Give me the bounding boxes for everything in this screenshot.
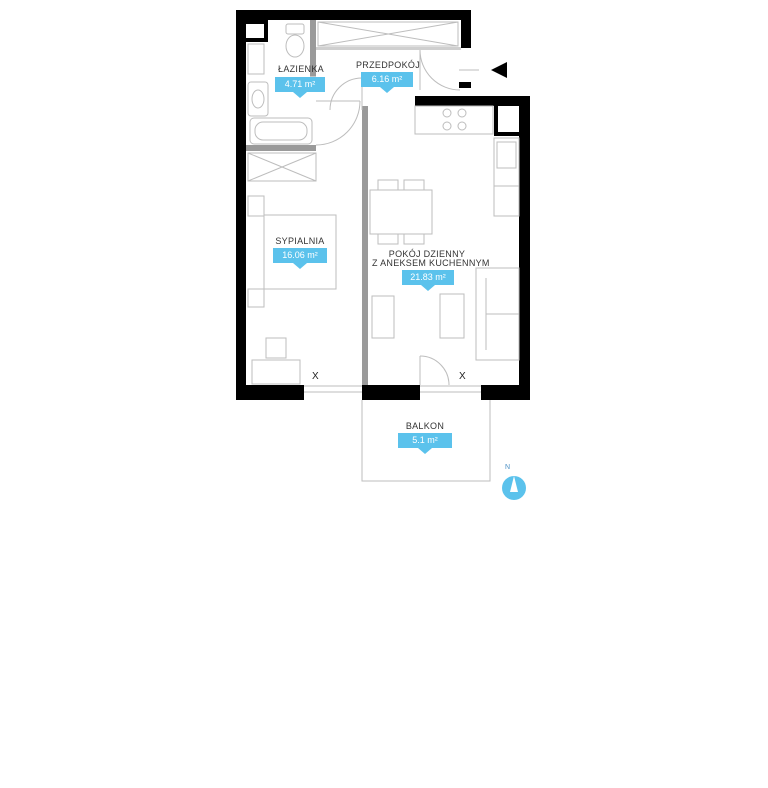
dining-table xyxy=(369,179,433,245)
living-room-area: 21.83 m² xyxy=(402,270,454,291)
hallway-name: PRZEDPOKÓJ xyxy=(356,60,421,70)
kitchen-counter xyxy=(414,105,520,217)
balcony-outline xyxy=(361,400,491,482)
balcony-name: BALKON xyxy=(405,421,445,431)
living-room-name-line2: Z ANEKSEM KUCHENNYM xyxy=(372,258,490,268)
hallway-wardrobe xyxy=(317,21,459,47)
doors xyxy=(315,49,461,386)
bathroom-fixtures xyxy=(247,23,313,145)
windows xyxy=(304,385,481,393)
entrance-arrow xyxy=(459,62,507,78)
bedroom-name: SYPIALNIA xyxy=(275,236,325,246)
living-room-name: POKÓJ DZIENNY xyxy=(388,249,466,259)
bedroom-area: 16.06 m² xyxy=(273,248,327,269)
exterior-walls xyxy=(236,10,530,400)
hallway-area: 6.16 m² xyxy=(361,72,413,93)
bathroom-area: 4.71 m² xyxy=(275,77,325,98)
bedroom-furniture xyxy=(247,195,337,385)
window-mark-living: X xyxy=(459,371,466,382)
living-furniture xyxy=(371,267,520,361)
compass-icon xyxy=(502,476,526,500)
bedroom-wardrobe xyxy=(247,152,317,182)
compass-north-label: N xyxy=(505,464,511,471)
balcony-area: 5.1 m² xyxy=(398,433,452,454)
bathroom-name: ŁAZIENKA xyxy=(278,64,324,74)
window-mark-bedroom: X xyxy=(312,371,319,382)
